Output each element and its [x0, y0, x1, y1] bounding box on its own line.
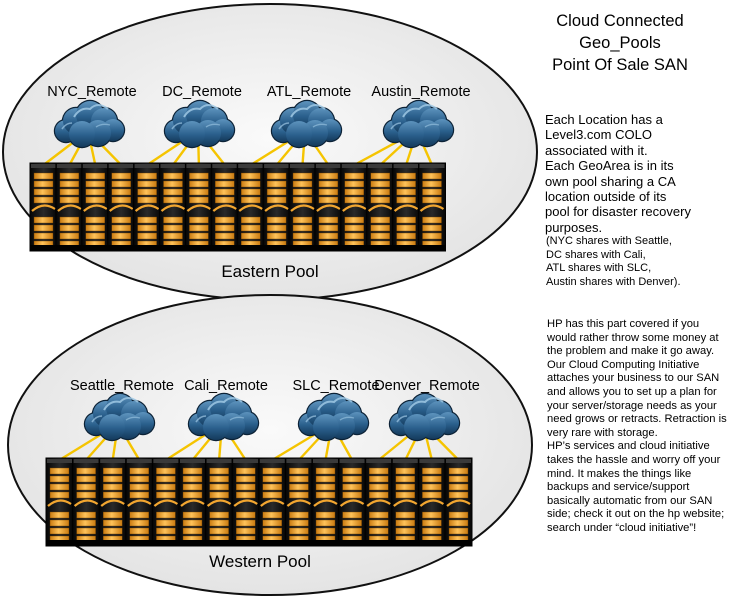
title-line: Geo_Pools [579, 34, 661, 52]
storage-server-icon [338, 457, 367, 547]
hp-line: the problem and make it go away. [547, 345, 715, 358]
cloud-icon [53, 99, 126, 149]
storage-server-icon [366, 162, 395, 252]
title-line: Cloud Connected [556, 12, 684, 30]
storage-server-icon [133, 162, 162, 252]
remote-site-label: Denver_Remote [374, 378, 480, 394]
remote-site-label: DC_Remote [162, 84, 242, 100]
western-pool-ellipse [7, 294, 533, 596]
pool-name-label: Western Pool [209, 552, 311, 571]
description-line: Each GeoArea is in its [545, 158, 674, 174]
hp-line: HP has this part covered if you [547, 318, 700, 330]
storage-server-icon [205, 457, 234, 547]
description-line: own pool sharing a CA [545, 173, 676, 189]
sharing-line: DC shares with Cali, [546, 248, 646, 261]
hp-line: your server/storage needs as your [547, 399, 717, 412]
storage-server-icon [125, 457, 154, 547]
storage-server-icon [98, 457, 127, 547]
cloud-icon [388, 392, 461, 442]
hp-line: attaches your business to our SAN [547, 372, 720, 385]
location-description: Each Location has a Level3.com COLO asso… [545, 112, 745, 289]
description-line: Each Location has a [545, 112, 663, 127]
cloud-icon [187, 392, 260, 442]
sharing-line: Austin shares with Denver). [546, 275, 681, 288]
remote-site-label: Seattle_Remote [70, 378, 174, 394]
hp-line: backups and service/support [547, 481, 690, 494]
description-line: Level3.com COLO [545, 127, 652, 143]
storage-server-icon [417, 457, 446, 547]
description-line: pool for disaster recovery [545, 204, 691, 220]
hp-line: side; check it out on the hp website; [547, 508, 725, 521]
storage-server-icon [151, 457, 180, 547]
remote-site-label: ATL_Remote [267, 84, 351, 100]
pool-name-label: Eastern Pool [221, 262, 318, 281]
storage-server-icon [284, 457, 313, 547]
hp-description: HP has this part covered if you would ra… [547, 318, 745, 536]
storage-server-icon [364, 457, 393, 547]
remote-site-label: Austin_Remote [371, 84, 470, 100]
hp-line: would rather throw some money at [547, 331, 719, 344]
storage-server-icon [72, 457, 101, 547]
cloud-icon [297, 392, 370, 442]
storage-server-icon [392, 162, 421, 252]
title-line: Point Of Sale SAN [552, 56, 688, 74]
hp-line: mind. It makes the things like [547, 467, 692, 480]
storage-server-icon [288, 162, 317, 252]
storage-server-icon [107, 162, 136, 252]
hp-line: search under “cloud initiative”! [547, 521, 697, 534]
storage-server-icon [262, 162, 291, 252]
hp-line: basically automatic from our SAN [547, 494, 713, 507]
storage-server-icon [418, 162, 446, 252]
storage-server-icon [314, 162, 343, 252]
cloud-icon [83, 392, 156, 442]
remote-site-label: Cali_Remote [184, 378, 268, 394]
storage-server-icon [184, 162, 213, 252]
hp-line: need grows or retracts. Retraction is [547, 413, 727, 426]
hp-line: very rare with storage. [547, 426, 658, 439]
storage-server-icon [444, 457, 473, 547]
description-line: purposes. [545, 219, 603, 235]
storage-server-icon [178, 457, 207, 547]
storage-server-icon [391, 457, 420, 547]
storage-server-icon [55, 162, 84, 252]
storage-server-icon [340, 162, 369, 252]
cloud-icon [382, 99, 455, 149]
storage-server-icon [29, 162, 58, 252]
hp-line: Our Cloud Computing Initiative [547, 358, 700, 371]
remote-site-label: NYC_Remote [47, 84, 136, 100]
hp-line: takes the hassle and worry off your [547, 453, 721, 466]
sharing-line: (NYC shares with Seattle, [546, 235, 672, 248]
storage-server-icon [159, 162, 187, 252]
cloud-icon [270, 99, 343, 149]
remote-site-label: SLC_Remote [292, 378, 379, 394]
description-line: associated with it. [545, 142, 648, 158]
storage-server-icon [236, 162, 265, 252]
storage-server-icon [210, 162, 239, 252]
storage-server-icon [311, 457, 340, 547]
hp-line: and allows you to set up a plan for [547, 385, 717, 398]
cloud-icon [163, 99, 236, 149]
diagram-title: Cloud Connected Geo_Pools Point Of Sale … [510, 10, 730, 76]
storage-server-icon [81, 162, 110, 252]
description-line: location outside of its [545, 189, 667, 205]
sharing-line: ATL shares with SLC, [546, 262, 652, 275]
storage-server-icon [231, 457, 260, 547]
storage-server-icon [45, 457, 74, 547]
hp-line: HP’s services and cloud initiative [547, 440, 710, 453]
storage-server-icon [258, 457, 287, 547]
